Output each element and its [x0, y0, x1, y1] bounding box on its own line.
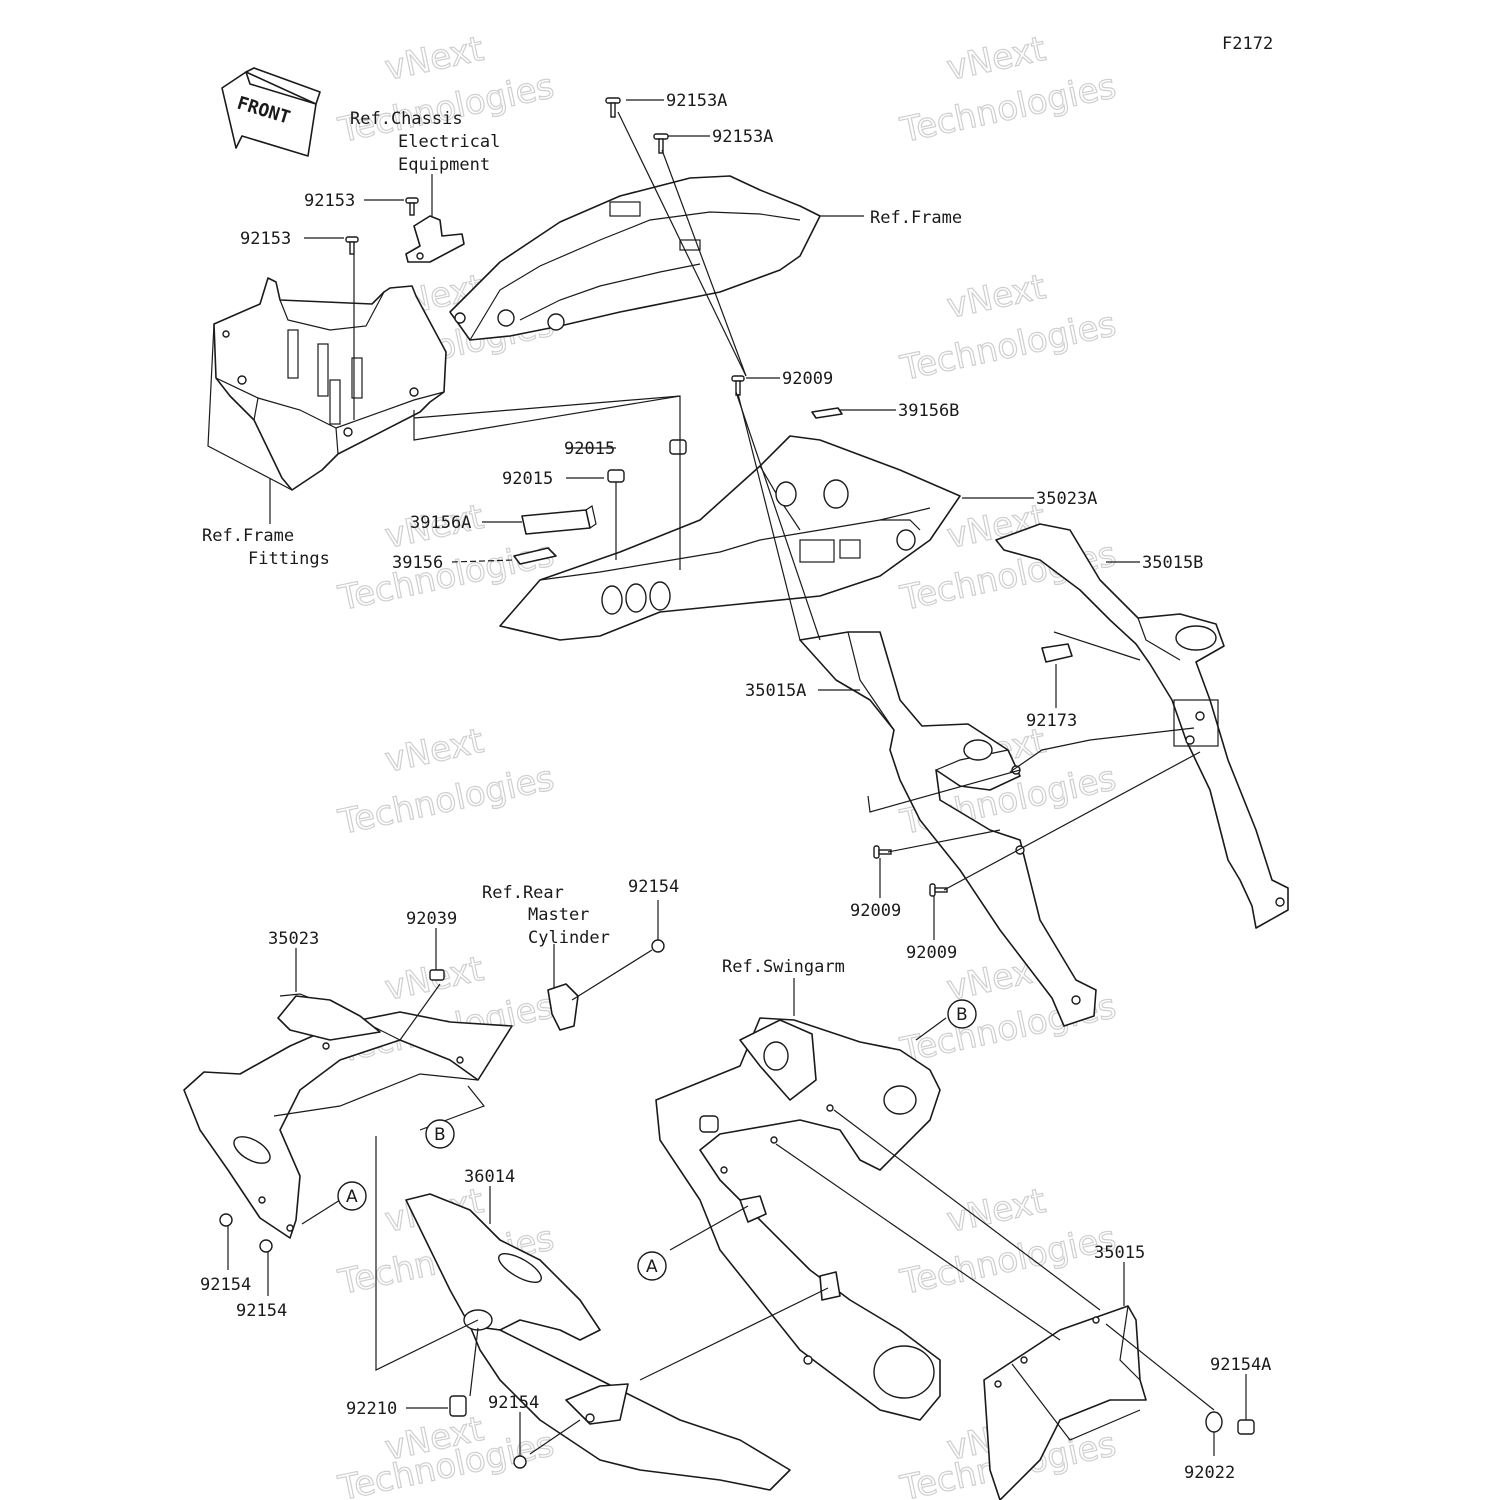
svg-text:Technologies: Technologies [897, 1218, 1120, 1303]
part-label: 92153 [304, 191, 355, 211]
rear-frame [449, 175, 821, 341]
part-labels: 92153A 92153A 92153 92153 92009 39156B 9… [200, 91, 1271, 1483]
part-label: 92015 [502, 469, 553, 489]
part-label: 92009 [782, 369, 833, 389]
pad-39156 [513, 547, 557, 565]
bracket-35015B [995, 523, 1289, 929]
part-label: 92015 [564, 439, 615, 459]
ref-frame-label: Ref.Frame [870, 208, 962, 228]
part-label: 35015A [745, 681, 806, 701]
master-cylinder-bracket [547, 983, 579, 1031]
ref-swingarm-label: Ref.Swingarm [722, 957, 845, 977]
bolt-92154 [219, 1213, 233, 1227]
figure-code: F2172 [1222, 34, 1273, 54]
part-label: 92154 [628, 877, 679, 897]
swingarm [655, 1017, 941, 1421]
part-label: 35023 [268, 929, 319, 949]
part-label: 92009 [906, 943, 957, 963]
part-label: 35015B [1142, 553, 1203, 573]
svg-text:Cylinder: Cylinder [528, 928, 610, 948]
washer-92022 [1205, 1411, 1223, 1433]
callout-a-left: A [337, 1181, 367, 1211]
bolt-92009 [731, 375, 745, 396]
bolt-92009 [873, 845, 892, 859]
part-label: 39156A [410, 513, 471, 533]
part-label: 92173 [1026, 711, 1077, 731]
part-label: 92153 [240, 229, 291, 249]
part-label: 92154A [1210, 1355, 1271, 1375]
bolt-92153 [405, 197, 419, 216]
frame-fittings-bracket [207, 277, 447, 491]
ref-chassis-electrical-label: Ref.Chassis Electrical Equipment [350, 109, 500, 175]
part-label: 35015 [1094, 1243, 1145, 1263]
bolt-92153A [653, 133, 669, 154]
pad-39156A [521, 505, 597, 535]
guard-36014 [405, 1193, 791, 1491]
svg-text:vNext: vNext [944, 29, 1049, 89]
part-label: 92039 [406, 909, 457, 929]
svg-text:Master: Master [528, 905, 589, 925]
seat-cover-35023A [499, 435, 961, 641]
svg-text:Technologies: Technologies [897, 66, 1120, 151]
part-label: 92154 [488, 1393, 539, 1413]
part-label: 92022 [1184, 1463, 1235, 1483]
callout-b-left: B [425, 1119, 455, 1149]
svg-text:A: A [346, 1187, 358, 1207]
svg-text:A: A [646, 1257, 658, 1277]
bolt-92153 [345, 236, 359, 255]
svg-text:Ref.Chassis: Ref.Chassis [350, 109, 463, 129]
svg-text:Technologies: Technologies [897, 304, 1120, 389]
svg-text:Ref.Frame: Ref.Frame [202, 526, 294, 546]
electrical-bracket [405, 215, 465, 263]
bracket-35015A [799, 631, 1097, 1027]
svg-text:Technologies: Technologies [335, 758, 558, 843]
svg-text:B: B [956, 1005, 968, 1025]
svg-text:vNext: vNext [944, 267, 1049, 327]
svg-text:Fittings: Fittings [248, 549, 330, 569]
svg-text:Ref.Rear: Ref.Rear [482, 883, 564, 903]
bolt-92154 [651, 939, 665, 953]
mudguard-35015 [983, 1305, 1147, 1500]
callout-a-mid: A [637, 1251, 667, 1281]
svg-text:Equipment: Equipment [398, 155, 490, 175]
part-label: 35023A [1036, 489, 1097, 509]
svg-text:B: B [434, 1125, 446, 1145]
part-label: 92009 [850, 901, 901, 921]
bolt-92154 [259, 1239, 273, 1253]
part-label: 36014 [464, 1167, 515, 1187]
part-label: 92154 [200, 1275, 251, 1295]
part-label: 92154 [236, 1301, 287, 1321]
grommet-92015 [607, 469, 625, 483]
part-label: 39156B [898, 401, 959, 421]
bolt-92154A [1237, 1419, 1255, 1435]
part-label: 92210 [346, 1399, 397, 1419]
front-arrow-icon: FRONT [221, 67, 321, 157]
ref-rear-master-cylinder-label: Ref.Rear Master Cylinder [482, 883, 610, 948]
part-label: 39156 [392, 553, 443, 573]
nut-92210 [449, 1395, 467, 1417]
part-label: 92153A [666, 91, 727, 111]
callout-b-top: B [947, 999, 977, 1029]
ref-frame-fittings-label: Ref.Frame Fittings [202, 526, 330, 569]
part-label: 92153A [712, 127, 773, 147]
clip-92173 [1041, 643, 1073, 663]
svg-text:vNext: vNext [382, 721, 487, 781]
leader-lines [227, 99, 1247, 1456]
bolt-92009 [929, 883, 948, 897]
svg-text:Electrical: Electrical [398, 132, 500, 152]
bolt-92154 [513, 1455, 527, 1469]
grommet-92015 [669, 439, 687, 455]
bolt-92039 [429, 969, 445, 981]
pad-39156B [811, 407, 843, 419]
bolt-92153A [605, 97, 621, 118]
svg-text:vNext: vNext [382, 29, 487, 89]
